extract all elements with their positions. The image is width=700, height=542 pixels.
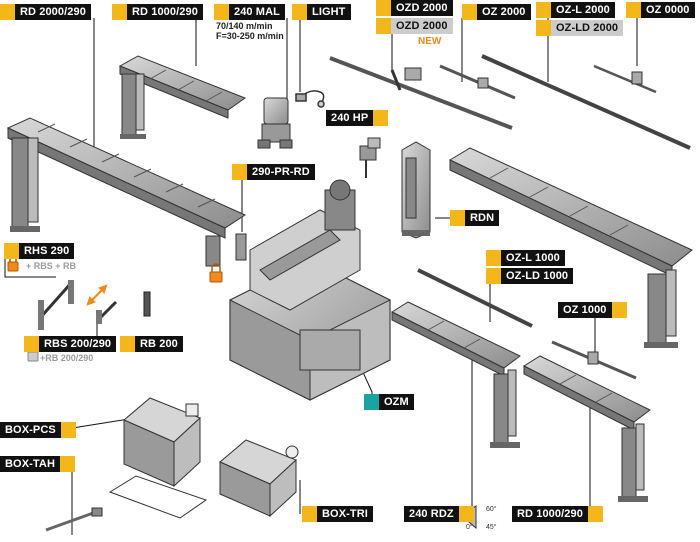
rb200-part — [143, 291, 151, 317]
angle-60: 60° — [486, 506, 497, 513]
label-rd2000: RD 2000/290 — [0, 4, 91, 20]
label-boxtri: BOX-TRI — [302, 506, 373, 522]
label-boxpcs: BOX-PCS — [0, 422, 76, 438]
light-lamp — [295, 90, 325, 108]
rd1000-conveyor — [118, 55, 247, 139]
hp240-unit — [359, 137, 381, 178]
rhs-options: + RBS + RB — [26, 261, 77, 271]
label-rd1000-lower: RD 1000/290 — [512, 506, 603, 522]
label-rdn: RDN — [450, 210, 500, 226]
angle-45: 45° — [486, 524, 497, 531]
boxpcs-crate — [108, 397, 208, 519]
mal240-motor — [257, 97, 293, 149]
boxtri-crate — [219, 439, 299, 518]
boxtah-handle — [45, 507, 103, 532]
rdz240-conveyor — [390, 301, 521, 448]
label-ozl1000: OZ-L 1000 — [486, 250, 565, 266]
label-ozld2000: OZ-LD 2000 — [536, 20, 624, 36]
label-oz1000: OZ 1000 — [558, 302, 627, 318]
label-light: LIGHT — [292, 4, 351, 20]
prrd290-part — [235, 233, 247, 261]
rd1000-lower-conveyor — [522, 355, 651, 502]
label-hp240: 240 HP — [326, 110, 389, 126]
move-arrow-icon — [86, 284, 108, 306]
ozl2000-rail — [481, 54, 691, 150]
label-ozld1000: OZ-LD 1000 — [486, 268, 574, 284]
label-rb200: RB 200 — [120, 336, 183, 352]
speed-line-1: 70/140 m/min — [216, 21, 273, 31]
angle-0: 0° — [466, 524, 473, 531]
label-mal240: 240 MAL — [214, 4, 285, 20]
oz1000-rail — [551, 340, 637, 380]
label-prrd290: 290-PR-RD — [232, 164, 315, 180]
speed-line-2: F=30-250 m/min — [216, 31, 284, 41]
label-boxtah: BOX-TAH — [0, 456, 75, 472]
saw-machine — [229, 179, 391, 401]
label-ozm: OZM — [364, 394, 414, 410]
label-oz0000: OZ 0000 — [626, 2, 695, 18]
rdn-stand — [401, 141, 431, 239]
ozl1000-rail — [417, 268, 533, 328]
rhs290-stand — [38, 280, 74, 330]
rbs200-part — [96, 300, 118, 324]
label-rd1000: RD 1000/290 — [112, 4, 203, 20]
right-conveyor — [448, 147, 693, 348]
label-rdz240: 240 RDZ — [404, 506, 474, 522]
rbs-options: +RB 200/290 — [40, 353, 94, 363]
rd2000-conveyor — [6, 117, 247, 267]
lock-icon — [209, 263, 223, 283]
oz0000-rail — [593, 64, 657, 94]
label-ozd2000-new: OZD 2000 — [376, 18, 453, 34]
label-ozd2000: OZD 2000 — [376, 0, 453, 16]
label-rbs200: RBS 200/290 — [24, 336, 117, 352]
label-rhs290: RHS 290 — [4, 243, 75, 259]
new-badge: NEW — [418, 36, 442, 47]
label-oz2000: OZ 2000 — [462, 4, 531, 20]
label-ozl2000: OZ-L 2000 — [536, 2, 615, 18]
oz2000-rail — [439, 64, 516, 100]
ozd2000-rail — [329, 56, 513, 130]
